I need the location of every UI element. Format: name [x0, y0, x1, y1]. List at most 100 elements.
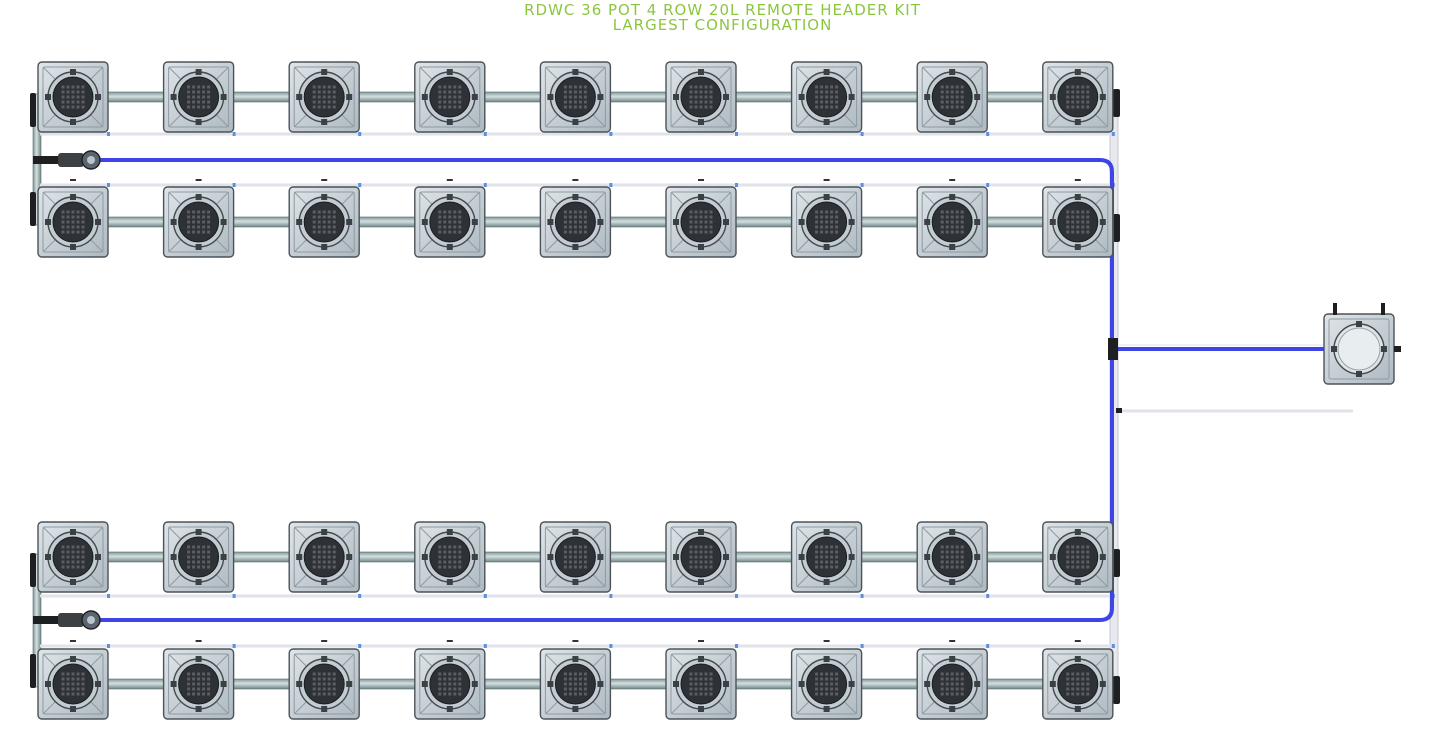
pot-r4-p9-hole [1076, 677, 1080, 681]
pot-r3-p1-hole [81, 565, 85, 569]
pot-r1-p7-hole [830, 95, 834, 99]
pot-r1-p7-tab-4 [848, 94, 855, 100]
pot-r3-p9-hole [1071, 545, 1075, 549]
pot-r3-p4-hole [458, 545, 462, 549]
pot-r1-p7-hole [825, 105, 829, 109]
pot-r4-p7 [790, 648, 863, 720]
return-line-2-clip-8 [949, 179, 956, 181]
tee-fitting [1108, 338, 1118, 360]
pot-r4-p1-hole [81, 687, 85, 691]
pot-r4-p8-hole [945, 672, 949, 676]
pot-r4-p2-hole [197, 687, 201, 691]
pot-r3-p9-hole [1086, 560, 1090, 564]
pot-r1-p2-tab-2 [195, 119, 202, 125]
pot-r4-p3-bevel-tl [293, 653, 307, 667]
pot-r1-p5-hole [563, 105, 567, 109]
pot-r3-p5-hole [563, 545, 567, 549]
pot-r3-p1-bevel-tr [90, 526, 104, 540]
pot-r4-p4-hole [453, 687, 457, 691]
pot-r1-p4-hole [438, 105, 442, 109]
pot-r4-p3-hole [332, 682, 336, 686]
pot-r3-p2-bevel-tr [216, 526, 229, 540]
pot-r3-p2-bevel-tl [168, 526, 181, 540]
pot-r4-p6-hole [694, 692, 698, 696]
pot-r2-p5-hole [583, 225, 587, 229]
return-line-4-clip-5 [572, 640, 579, 642]
pump-2 [33, 610, 101, 630]
pot-r4-p4-hole [448, 682, 452, 686]
pot-r2-p2-tab-3 [170, 219, 177, 225]
pot-r1-p8-rim [921, 66, 983, 128]
pot-r4-p4-tab-2 [446, 706, 453, 712]
pot-r2-p2-rim [168, 191, 230, 253]
pot-r3-p4-hole [448, 560, 452, 564]
pot-r4-p6-hole [689, 677, 693, 681]
header-tank-rim [1328, 318, 1390, 380]
pot-r2-p7-hole [815, 215, 819, 219]
pot-r1-p5-bevel-bl [545, 114, 558, 128]
pot-r3-p7-bevel-bl [796, 574, 809, 588]
pot-r4-p6-hole [709, 692, 713, 696]
pot-r2-p3-bevel-bl [293, 239, 307, 253]
pot-r3-p3-hole [322, 560, 326, 564]
pot-r4-p6-bevel-tr [718, 653, 732, 667]
pot-r4-p8 [916, 648, 988, 720]
pot-r1-p6-hole [699, 90, 703, 94]
return-line-2-tap-2 [232, 183, 236, 187]
pot-r2-p2-hole [192, 210, 196, 214]
pot-r1-p7-bevel-br [844, 114, 857, 128]
pot-r3-p8-hole [940, 550, 944, 554]
pot-r2-p9-hole [1086, 210, 1090, 214]
pot-r4-p9-bevel-tr [1095, 653, 1109, 667]
pot-r1-p3-hole [322, 100, 326, 104]
pot-r2-p5-hole [583, 215, 587, 219]
supply-line-loop [100, 158, 1114, 622]
pot-r4-p1-hole [71, 682, 75, 686]
pot-r4-p7-hole [820, 687, 824, 691]
pot-r1-p4-bevel-bl [419, 114, 433, 128]
pot-r2-p6-hole [709, 210, 713, 214]
pot-r3-p8-hole [950, 545, 954, 549]
pot-r2-p5-hole [568, 230, 572, 234]
pot-r4-p7-hole [815, 687, 819, 691]
pot-r1-p2-bevel-tl [168, 66, 181, 80]
pot-r1-p3-bevel-br [341, 114, 355, 128]
pot-r3-p4-hole [453, 555, 457, 559]
pot-r1-p9-hole [1066, 105, 1070, 109]
pot-r4-p9-hole [1071, 677, 1075, 681]
pot-r3-p9-hole [1071, 555, 1075, 559]
pot-r3-p4-bevel-br [467, 574, 481, 588]
pot-r3-p1-hole [81, 545, 85, 549]
pot-r3-p4-hole [448, 555, 452, 559]
pot-r4-p3-rim [293, 653, 355, 715]
pot-r2-p8-tab-2 [949, 244, 956, 250]
pot-r2-p5-hole [568, 215, 572, 219]
pot-r3-p2-bevel-bl [168, 574, 181, 588]
return-line-3-tap-5 [609, 594, 613, 598]
pot-r1-p2-hole [207, 100, 211, 104]
pot-r1-p6-hole [689, 100, 693, 104]
pot-r4-p6-hole [709, 677, 713, 681]
pot-r2-p4 [414, 186, 486, 258]
pot-r3-p4-hole [458, 560, 462, 564]
pot-r2-p1-hole [66, 210, 70, 214]
pot-r4-p2-hole [187, 687, 191, 691]
pot-r4-p5-bevel-bl [545, 701, 558, 715]
pot-r3-p5-hole [578, 545, 582, 549]
pot-r2-p5-hole [568, 210, 572, 214]
pot-r1-p1-hole [81, 105, 85, 109]
pot-r2-p9-hole [1086, 230, 1090, 234]
pot-r3-p7-hole [815, 545, 819, 549]
pot-r1-p3-tab-4 [346, 94, 353, 100]
pot-r4-p4-bevel-br [467, 701, 481, 715]
pot-r4-p8-tab-2 [949, 706, 956, 712]
pot-r3-p3-hole [312, 545, 316, 549]
pot-r4-p9-hole [1071, 687, 1075, 691]
pot-r2-p2-hole [207, 230, 211, 234]
pot-r2-p2-hole [207, 215, 211, 219]
pot-r2-p8-hole [960, 230, 964, 234]
pot-r3-p4-hole [453, 565, 457, 569]
pot-r1-p9-hole [1066, 85, 1070, 89]
pot-r4-p9-bevel-br [1095, 701, 1109, 715]
pot-r4-p7-bevel-br [844, 701, 857, 715]
